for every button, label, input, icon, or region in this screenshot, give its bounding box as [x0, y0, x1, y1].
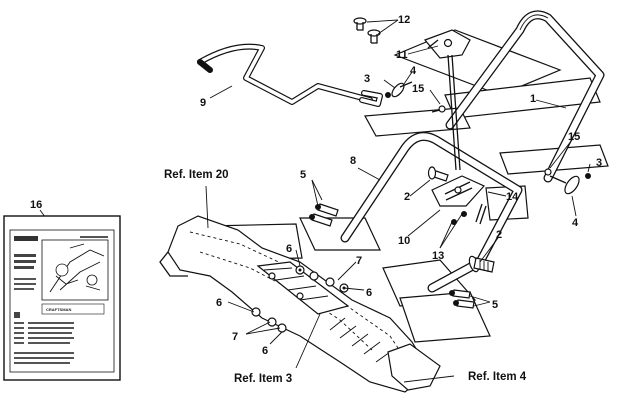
- callout-2a: 2: [404, 191, 410, 203]
- bolts-5-upper: [309, 203, 339, 227]
- reference-labels: Ref. Item 20 Ref. Item 3 Ref. Item 4: [164, 169, 527, 385]
- callout-9: 9: [200, 97, 206, 109]
- callout-6d: 6: [262, 345, 268, 357]
- callout-15a: 15: [412, 83, 424, 95]
- handle-main: [445, 10, 605, 183]
- callout-10: 10: [398, 235, 410, 247]
- plane-handle-8: [299, 217, 381, 251]
- bolts-12: [353, 17, 381, 44]
- guide-planes: [207, 29, 609, 343]
- decal-illustration: [41, 239, 109, 301]
- frame-end-left: [159, 251, 188, 277]
- decal-text-blocks: [14, 236, 108, 364]
- bracket-ridges: [263, 267, 329, 301]
- callout-3a: 3: [364, 73, 370, 85]
- lower-extension: [387, 343, 441, 391]
- callout-labels: 12 11 3 4 15 1 9 15 3 8 5 2 14 4 10 2 13…: [30, 14, 602, 357]
- callout-4b: 4: [572, 217, 579, 229]
- rod-vertical: [447, 54, 461, 171]
- decal-brand-box: [41, 303, 105, 315]
- frame-dashes: [189, 231, 411, 367]
- callout-2b: 2: [496, 229, 502, 241]
- callout-3b: 3: [596, 157, 602, 169]
- callout-11: 11: [396, 49, 408, 61]
- callout-13: 13: [432, 250, 444, 262]
- callout-1: 1: [530, 93, 536, 105]
- ref-item-20: Ref. Item 20: [164, 169, 229, 181]
- callout-16: 16: [30, 199, 42, 211]
- bolts-5-lower: [449, 289, 475, 309]
- tractor-frame: [159, 215, 441, 393]
- hardware-upper-left: [385, 81, 446, 113]
- bracket-hole-2: [296, 292, 304, 300]
- callout-15b: 15: [568, 131, 580, 143]
- ref-item-3: Ref. Item 3: [234, 373, 292, 385]
- callout-5b: 5: [492, 299, 498, 311]
- callout-7b: 7: [232, 331, 238, 343]
- bracket-hole-1: [268, 272, 276, 280]
- callout-6c: 6: [216, 297, 222, 309]
- ref-item-4: Ref. Item 4: [468, 371, 527, 383]
- frame-body: [167, 215, 431, 393]
- center-bracket: [427, 166, 487, 225]
- decal-16: CRAFTSMAN: [3, 215, 121, 381]
- hardware-right: [544, 168, 591, 195]
- frame-hatching: [329, 317, 391, 363]
- leader-lines: [39, 19, 591, 383]
- callout-8: 8: [350, 155, 356, 167]
- callout-5a: 5: [300, 169, 306, 181]
- bolt-2-lower: [468, 255, 495, 273]
- callout-6b: 6: [366, 287, 372, 299]
- plane-frame-lower: [399, 291, 491, 343]
- callout-6a: 6: [286, 243, 292, 255]
- plane-mid-left: [364, 107, 471, 137]
- decal-brand: CRAFTSMAN: [46, 307, 71, 312]
- handle-lower: [340, 131, 523, 293]
- callout-4a: 4: [410, 65, 417, 77]
- wire-rod: [197, 43, 383, 107]
- callout-7a: 7: [356, 255, 362, 267]
- callout-14: 14: [506, 191, 519, 203]
- callout-12: 12: [398, 14, 410, 26]
- top-bracket: [423, 29, 471, 59]
